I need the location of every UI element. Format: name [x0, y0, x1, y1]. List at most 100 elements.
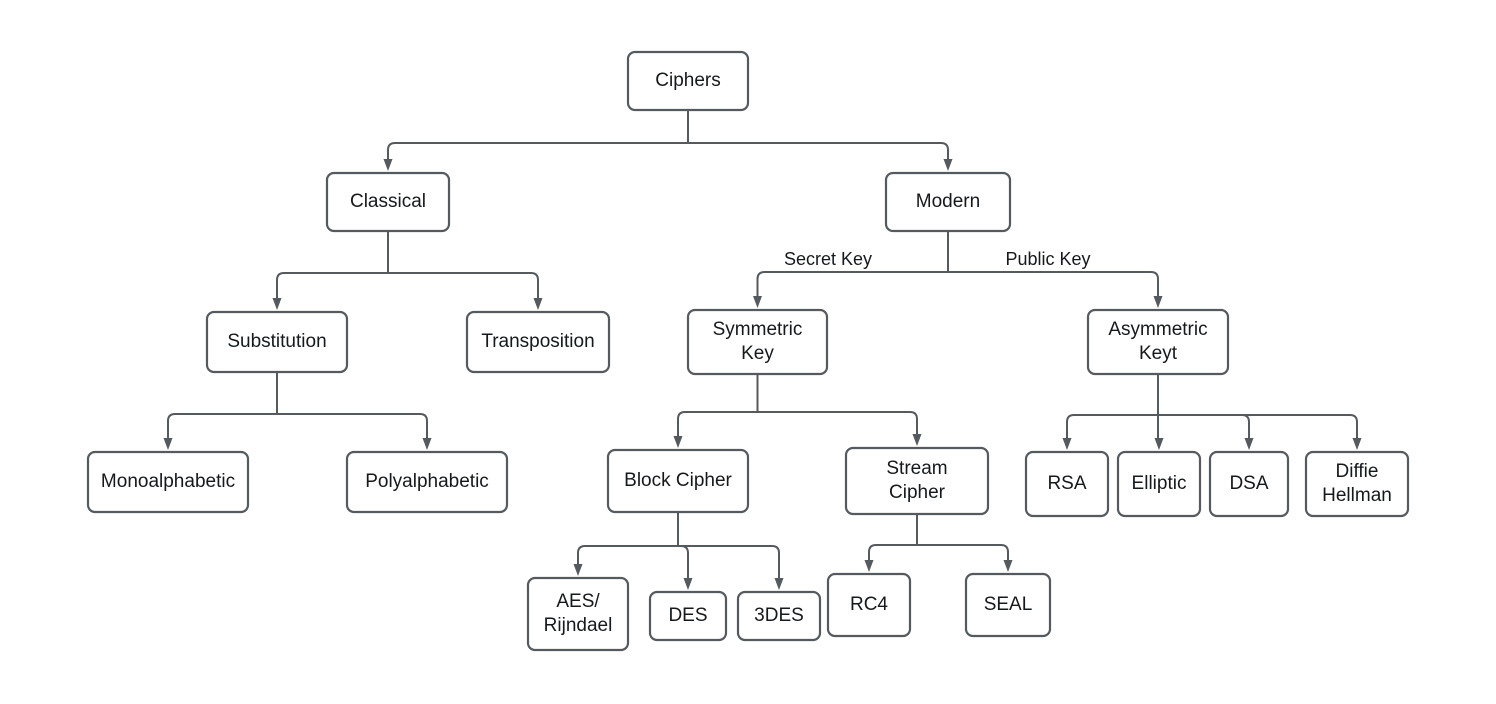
node-box-symmetric[interactable] — [686, 308, 829, 376]
node-label-polyalphabetic: Polyalphabetic — [365, 471, 489, 492]
e-stream-seal-arrowhead — [1003, 560, 1013, 572]
node-box-transposition[interactable] — [465, 310, 611, 374]
e-sym-stream — [756, 411, 918, 435]
e-modern-symmetric-arrowhead — [753, 296, 762, 308]
edge-labels-layer: Secret Key Public Key — [784, 249, 1091, 269]
e-ciphers-classical-arrowhead — [383, 159, 393, 171]
e-stream-seal — [916, 544, 1009, 561]
e-stream-rc4-arrowhead — [864, 560, 874, 572]
node-label-monoalphabetic: Monoalphabetic — [101, 471, 235, 492]
node-label-transposition: Transposition — [481, 331, 594, 352]
node-box-asymmetric[interactable] — [1086, 308, 1230, 376]
e-sub-mono — [167, 413, 278, 439]
node-box-diffiehellman[interactable] — [1304, 450, 1410, 518]
e-ciphers-modern-arrowhead — [943, 159, 953, 171]
node-modern[interactable]: Modern — [884, 171, 1012, 233]
node-label-des: DES — [668, 605, 707, 626]
e-block-des-arrowhead — [683, 578, 693, 590]
node-box-dsa[interactable] — [1208, 450, 1290, 518]
node-label-substitution: Substitution — [227, 331, 326, 352]
node-box-seal[interactable] — [964, 572, 1052, 638]
e-block-aes-arrowhead — [573, 564, 583, 576]
edges-layer — [163, 109, 1362, 590]
node-box-modern[interactable] — [884, 171, 1012, 233]
node-box-substitution[interactable] — [205, 310, 349, 374]
e-asym-rsa — [1066, 414, 1159, 439]
node-3des[interactable]: 3DES — [736, 590, 822, 642]
node-ciphers[interactable]: Ciphers — [626, 50, 750, 112]
e-sym-stream-arrowhead — [912, 434, 922, 446]
node-box-3des[interactable] — [736, 590, 822, 642]
e-classical-substitution — [276, 272, 389, 299]
e-sub-poly-arrowhead — [422, 438, 432, 450]
node-label-rsa: RSA — [1047, 473, 1086, 494]
e-asym-dsa-arrowhead — [1244, 438, 1254, 450]
node-monoalphabetic[interactable]: Monoalphabetic — [86, 450, 250, 514]
e-classical-substitution-arrowhead — [272, 298, 282, 310]
node-box-aesrijndael[interactable] — [526, 576, 630, 652]
node-label-blockcipher: Block Cipher — [624, 470, 732, 491]
node-seal[interactable]: SEAL — [964, 572, 1052, 638]
node-box-ciphers[interactable] — [626, 50, 750, 112]
node-box-streamcipher[interactable] — [844, 446, 990, 516]
lbl-public-key: Public Key — [1005, 249, 1090, 269]
node-label-aesrijndael: AES/Rijndael — [544, 591, 613, 636]
node-box-polyalphabetic[interactable] — [345, 450, 509, 514]
e-asym-rsa-arrowhead — [1062, 438, 1072, 450]
e-classical-transposition-arrowhead — [533, 298, 543, 310]
node-dsa[interactable]: DSA — [1208, 450, 1290, 518]
node-elliptic[interactable]: Elliptic — [1116, 450, 1202, 518]
node-polyalphabetic[interactable]: Polyalphabetic — [345, 450, 509, 514]
e-block-3des-arrowhead — [774, 578, 784, 590]
node-box-monoalphabetic[interactable] — [86, 450, 250, 514]
e-ciphers-classical — [387, 142, 689, 160]
e-sym-block-arrowhead — [673, 436, 683, 448]
e-asym-dh-arrowhead — [1352, 438, 1362, 450]
node-substitution[interactable]: Substitution — [205, 310, 349, 374]
node-label-rc4: RC4 — [850, 594, 888, 615]
e-asym-dsa — [1157, 414, 1250, 439]
node-box-blockcipher[interactable] — [606, 448, 750, 514]
e-modern-asymmetric-arrowhead — [1153, 296, 1163, 308]
node-label-seal: SEAL — [984, 594, 1033, 615]
e-stream-rc4 — [868, 544, 918, 561]
e-modern-symmetric — [756, 271, 949, 297]
e-sub-mono-arrowhead — [163, 438, 173, 450]
e-sym-block — [677, 411, 759, 437]
node-box-classical[interactable] — [325, 171, 451, 233]
e-modern-asymmetric — [947, 271, 1159, 297]
node-aesrijndael[interactable]: AES/Rijndael — [526, 576, 630, 652]
node-label-modern: Modern — [916, 191, 980, 212]
node-box-des[interactable] — [648, 590, 728, 642]
node-label-classical: Classical — [350, 191, 426, 212]
e-sub-poly — [276, 413, 428, 439]
e-asym-elliptic-arrowhead — [1154, 438, 1164, 450]
node-box-rc4[interactable] — [826, 572, 912, 638]
node-box-elliptic[interactable] — [1116, 450, 1202, 518]
node-transposition[interactable]: Transposition — [465, 310, 611, 374]
e-ciphers-modern — [687, 142, 949, 160]
node-blockcipher[interactable]: Block Cipher — [606, 448, 750, 514]
node-label-elliptic: Elliptic — [1132, 473, 1187, 494]
node-rsa[interactable]: RSA — [1024, 450, 1110, 518]
node-label-ciphers: Ciphers — [655, 70, 720, 91]
lbl-secret-key: Secret Key — [784, 249, 872, 269]
e-classical-transposition — [387, 272, 539, 299]
node-rc4[interactable]: RC4 — [826, 572, 912, 638]
e-block-3des — [677, 545, 780, 579]
node-box-rsa[interactable] — [1024, 450, 1110, 518]
node-label-3des: 3DES — [754, 605, 804, 626]
node-label-dsa: DSA — [1229, 473, 1268, 494]
node-classical[interactable]: Classical — [325, 171, 451, 233]
node-des[interactable]: DES — [648, 590, 728, 642]
